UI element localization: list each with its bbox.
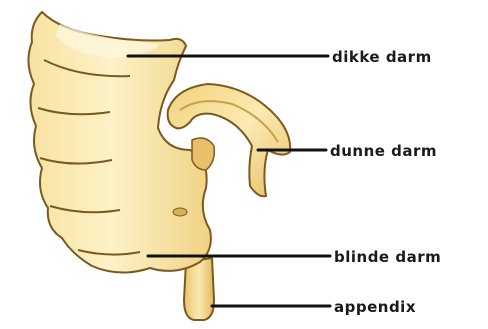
- label-large-intestine: dikke darm: [332, 48, 432, 66]
- label-cecum: blinde darm: [334, 248, 441, 266]
- cecum-detail: [173, 208, 187, 216]
- ileocecal-junction: [192, 138, 214, 170]
- label-appendix: appendix: [334, 298, 416, 316]
- label-small-intestine: dunne darm: [330, 142, 437, 160]
